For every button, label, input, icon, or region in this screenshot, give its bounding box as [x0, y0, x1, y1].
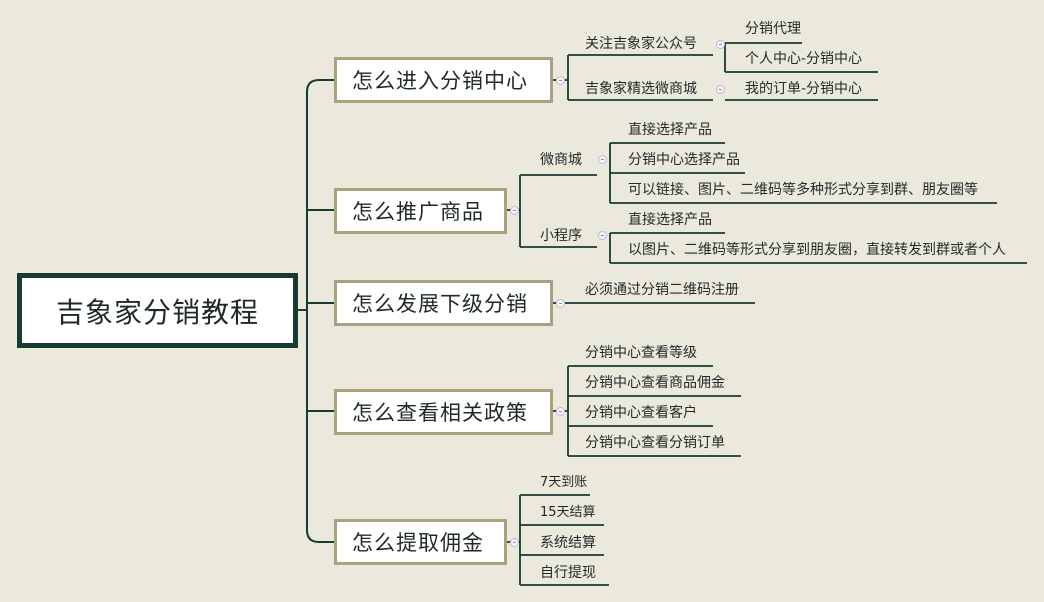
topic-micro-mall[interactable]: 微商城: [540, 152, 582, 168]
connector-b2-g1: [609, 142, 997, 204]
topic-my-orders[interactable]: 我的订单-分销中心: [745, 81, 863, 97]
topic-view-commission[interactable]: 分销中心查看商品佣金: [585, 375, 725, 391]
connector-trunk: [306, 79, 320, 543]
topic-view-customers[interactable]: 分销中心查看客户: [585, 405, 697, 421]
connector-b1-g1: [724, 42, 878, 73]
topic-15-days[interactable]: 15天结算: [540, 505, 596, 520]
connector-b2-g2: [609, 232, 1027, 264]
collapse-toggle-icon[interactable]: [510, 538, 519, 547]
topic-view-level[interactable]: 分销中心查看等级: [585, 345, 697, 361]
collapse-toggle-icon[interactable]: [556, 299, 565, 308]
topic-select-product[interactable]: 直接选择产品: [628, 122, 712, 138]
topic-share-moments[interactable]: 以图片、二维码等形式分享到朋友圈，直接转发到群或者个人: [628, 242, 1006, 258]
collapse-toggle-icon[interactable]: [556, 76, 565, 85]
topic-distribution-agent[interactable]: 分销代理: [745, 21, 801, 37]
root-node[interactable]: 吉象家分销教程: [17, 273, 298, 348]
collapse-toggle-icon[interactable]: [716, 85, 725, 94]
topic-view-orders[interactable]: 分销中心查看分销订单: [585, 435, 725, 451]
collapse-toggle-icon[interactable]: [716, 40, 725, 49]
topic-select-product-mini[interactable]: 直接选择产品: [628, 212, 712, 228]
collapse-toggle-icon[interactable]: [510, 206, 519, 215]
topic-mini-program[interactable]: 小程序: [540, 228, 582, 244]
collapse-toggle-icon[interactable]: [598, 231, 607, 240]
topic-jixiangjia-mall[interactable]: 吉象家精选微商城: [585, 81, 697, 97]
topic-follow-official-account[interactable]: 关注吉象家公众号: [585, 36, 697, 52]
branch-develop-downline[interactable]: 怎么发展下级分销: [334, 280, 553, 326]
topic-7-days[interactable]: 7天到账: [540, 475, 588, 490]
topic-self-withdraw[interactable]: 自行提现: [540, 565, 596, 581]
collapse-toggle-icon[interactable]: [598, 155, 607, 164]
collapse-toggle-icon[interactable]: [556, 407, 565, 416]
branch-enter-center[interactable]: 怎么进入分销中心: [334, 57, 553, 103]
branch-view-policies[interactable]: 怎么查看相关政策: [334, 389, 553, 435]
topic-personal-center[interactable]: 个人中心-分销中心: [745, 51, 863, 67]
topic-center-select-product[interactable]: 分销中心选择产品: [628, 152, 740, 168]
topic-system-settlement[interactable]: 系统结算: [540, 535, 596, 551]
branch-promote-products[interactable]: 怎么推广商品: [334, 188, 507, 234]
topic-register-via-qrcode[interactable]: 必须通过分销二维码注册: [585, 282, 739, 298]
branch-withdraw-commission[interactable]: 怎么提取佣金: [334, 519, 507, 565]
topic-share-multiple-forms[interactable]: 可以链接、图片、二维码等多种形式分享到群、朋友圈等: [628, 182, 978, 198]
